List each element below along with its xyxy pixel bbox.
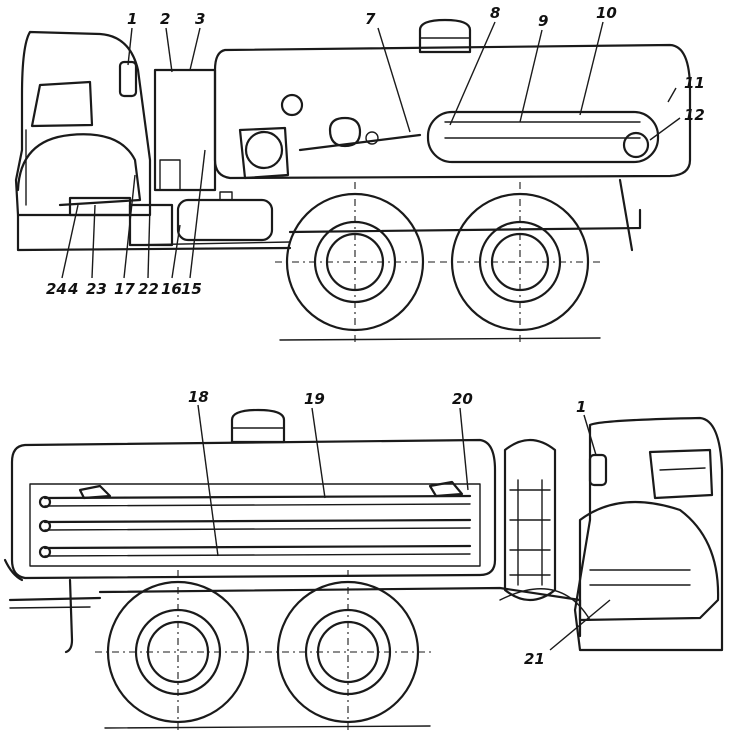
cab-body xyxy=(14,30,152,217)
tank-dome-2 xyxy=(230,408,286,444)
pipe-left xyxy=(3,558,24,582)
piping xyxy=(298,116,422,152)
wheel-arch-front xyxy=(499,588,591,621)
tank-shell-2 xyxy=(10,438,497,580)
label-19: 19 xyxy=(304,390,325,408)
label-20: 20 xyxy=(452,390,473,408)
label-22: 22 xyxy=(138,280,159,298)
top-view-labels: 1 2 3 7 8 9 10 11 12 24 4 23 17 22 16 15 xyxy=(46,4,705,298)
rear-wheel-b xyxy=(265,570,432,732)
hose-2 xyxy=(43,518,472,524)
label-2: 2 xyxy=(160,10,170,28)
label-1: 1 xyxy=(127,10,137,28)
hose-clamp-left xyxy=(78,484,112,500)
label-21: 21 xyxy=(524,650,545,668)
label-7: 7 xyxy=(365,10,376,28)
hose-3b xyxy=(44,553,471,557)
rear-wheel-front xyxy=(275,182,435,342)
hose-end-1 xyxy=(38,495,52,509)
front-fender-2 xyxy=(578,500,720,622)
label-8: 8 xyxy=(490,4,500,22)
rear-hook xyxy=(64,578,74,654)
label-10: 10 xyxy=(596,4,617,22)
hose-compartment xyxy=(426,110,660,164)
hose-end-2 xyxy=(38,519,52,533)
rear-wheel-rear xyxy=(440,182,600,342)
hose-1b xyxy=(44,503,471,507)
fuel-tank xyxy=(176,198,274,242)
hose-2b xyxy=(44,527,471,531)
rear-wheel-a xyxy=(95,570,262,732)
hose-3 xyxy=(43,544,472,550)
cab-window-2-inner xyxy=(659,467,706,471)
tank-shell xyxy=(213,43,692,180)
pump-housing xyxy=(238,126,290,180)
cab-window xyxy=(30,80,94,128)
label-17: 17 xyxy=(114,280,135,298)
hose-frame xyxy=(29,483,481,567)
cabinet-door xyxy=(159,159,181,191)
tank-dome xyxy=(418,18,472,54)
label-1-bottom: 1 xyxy=(576,398,586,416)
label-18: 18 xyxy=(188,388,209,406)
label-15: 15 xyxy=(181,280,202,298)
ladder-rungs xyxy=(509,479,551,586)
cab-body-2 xyxy=(573,416,724,652)
extinguisher-bottom xyxy=(588,453,608,487)
hose-clamp-right xyxy=(428,480,464,498)
label-24: 24 xyxy=(46,280,67,298)
extinguisher-top xyxy=(118,60,138,98)
label-9: 9 xyxy=(538,12,548,30)
bottom-view-truck xyxy=(3,408,724,732)
front-fender xyxy=(16,133,142,207)
label-23: 23 xyxy=(86,280,107,298)
label-11: 11 xyxy=(684,74,705,92)
ground-line-2 xyxy=(104,725,431,729)
pump-wheel xyxy=(244,130,284,170)
mudflap xyxy=(618,178,634,252)
hose-reel xyxy=(622,131,650,159)
hose-end-3 xyxy=(38,545,52,559)
label-4: 4 xyxy=(67,280,78,298)
chassis-lower-2 xyxy=(9,606,91,609)
chassis-frame-2 xyxy=(8,586,582,638)
label-16: 16 xyxy=(161,280,182,298)
hose-1 xyxy=(43,494,472,500)
cab-window-2 xyxy=(648,448,714,500)
label-3: 3 xyxy=(195,10,205,28)
cabinet xyxy=(153,68,217,192)
bottom-view-labels: 18 19 20 1 21 xyxy=(188,388,586,668)
valve-7 xyxy=(365,131,379,145)
fuel-cap xyxy=(219,191,233,201)
label-12: 12 xyxy=(684,106,705,124)
bottom-view-leaders xyxy=(197,404,611,651)
chassis-frame xyxy=(16,208,642,252)
ground-line xyxy=(279,337,601,341)
gauge xyxy=(280,93,304,117)
fender-stripes xyxy=(589,569,691,586)
top-view-leaders xyxy=(61,21,681,279)
